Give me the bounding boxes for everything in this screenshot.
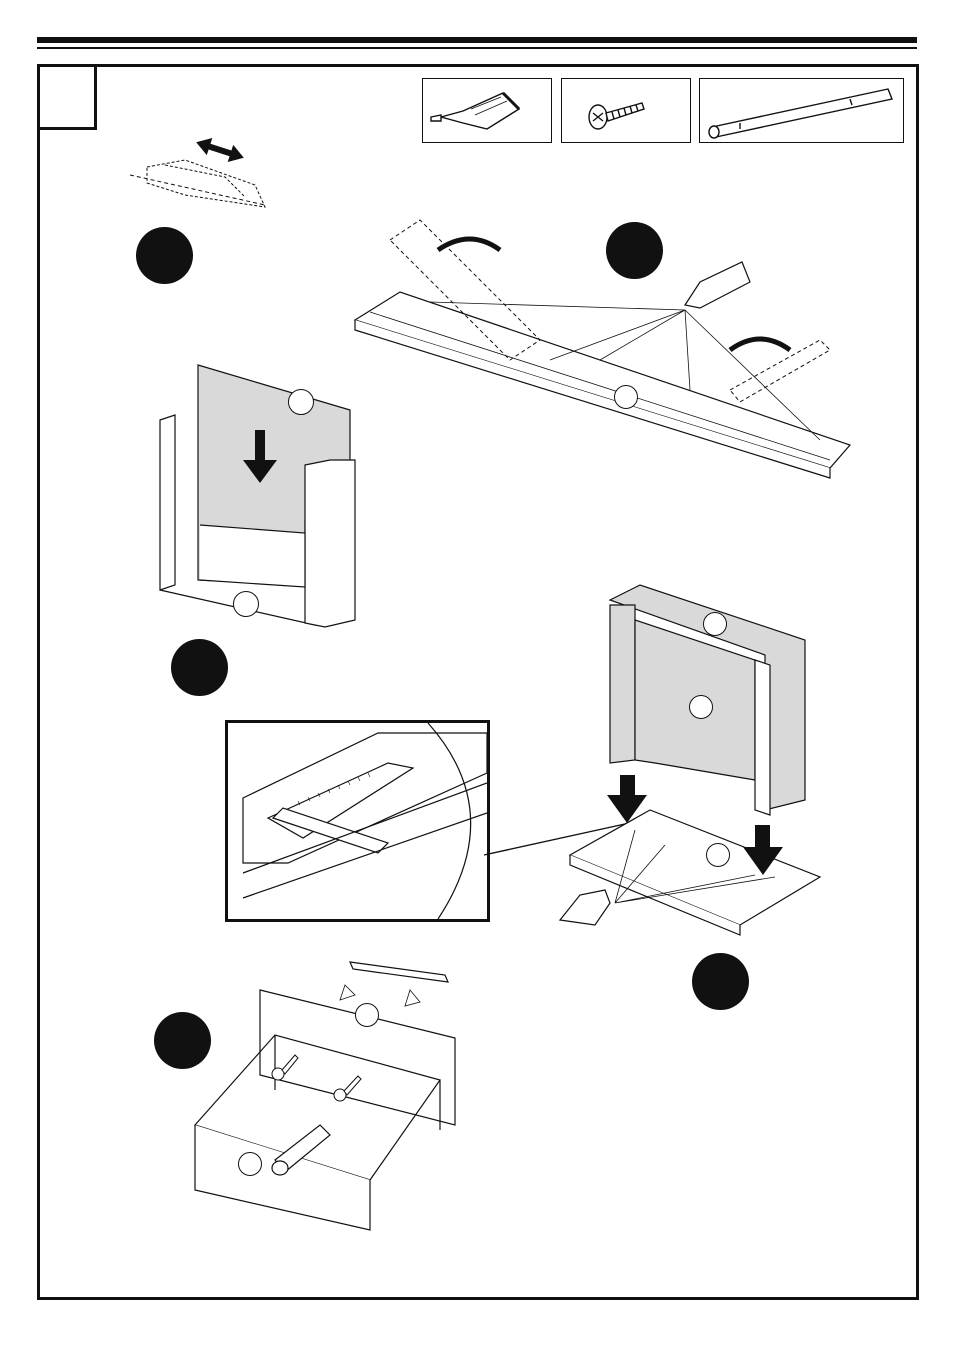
part-box-handle: [699, 78, 904, 143]
inset-pointer-line: [483, 821, 635, 856]
substep-5-marker: [154, 1012, 211, 1069]
step-number-box: [37, 64, 97, 130]
part-callout: [614, 385, 638, 409]
part-callout: [233, 591, 259, 617]
part-callout: [355, 1003, 379, 1027]
rail-glue-illustration: [353, 219, 852, 479]
header-rule-thick: [37, 37, 917, 43]
part-callout: [703, 612, 727, 636]
substep-1-marker: [136, 227, 193, 284]
glue-tube-icon: [430, 91, 521, 130]
substep-4-marker: [692, 953, 749, 1010]
back-panel-insert-illustration: [159, 364, 356, 628]
screw-icon: [588, 102, 645, 130]
part-callout: [689, 695, 713, 719]
glue-spread-illustration: [129, 138, 266, 208]
header-rule-thin: [37, 47, 917, 49]
drawer-handle-illustration: [193, 961, 456, 1231]
part-box-glue: [422, 78, 552, 143]
square-ruler-detail: [242, 723, 487, 919]
substep-2-marker: [606, 222, 663, 279]
part-callout: [288, 389, 314, 415]
part-box-screw: [561, 78, 691, 143]
part-callout: [238, 1152, 262, 1176]
carcass-base-illustration: [558, 584, 822, 936]
part-callout: [706, 843, 730, 867]
instruction-frame: [37, 64, 919, 1300]
handle-bar-icon: [708, 88, 893, 139]
detail-inset: [225, 720, 490, 922]
substep-3-marker: [171, 639, 228, 696]
